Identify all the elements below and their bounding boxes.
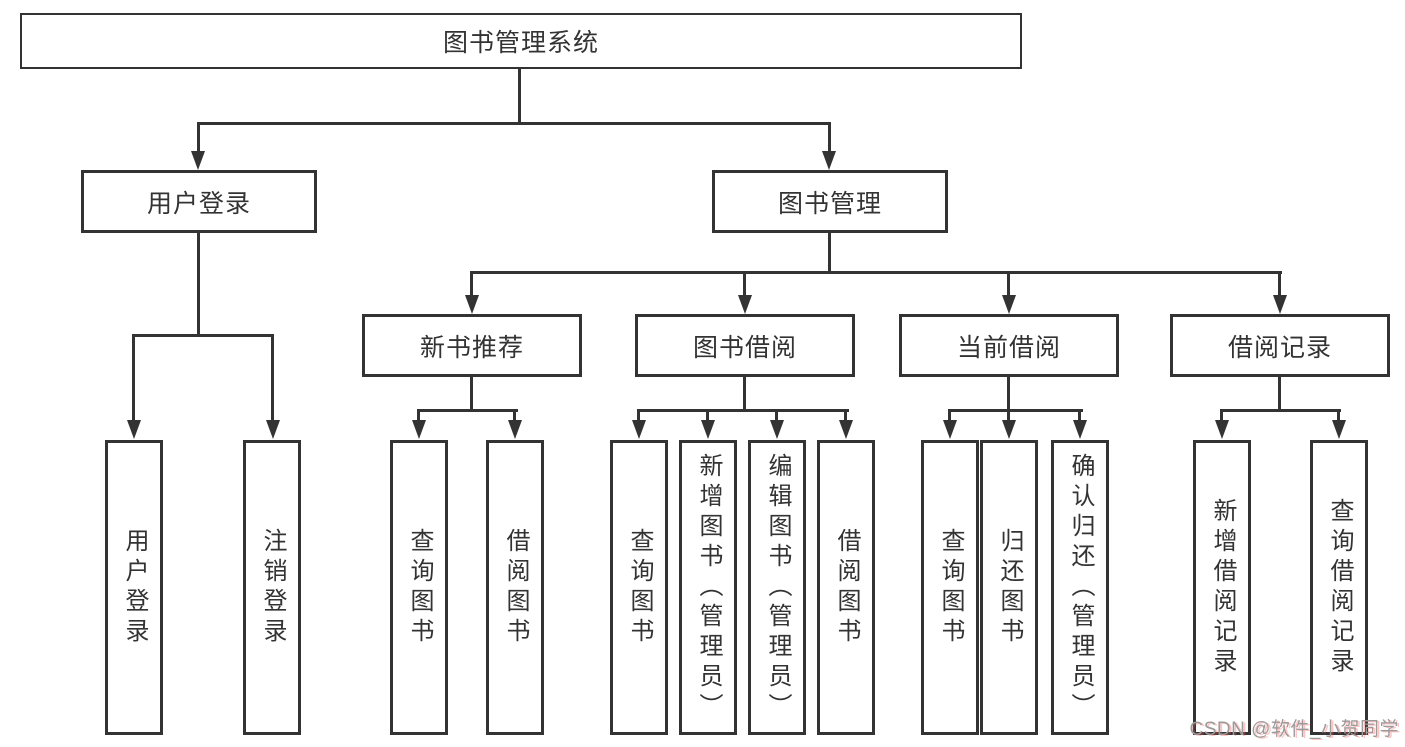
node-label: 查询图书 [406, 527, 433, 648]
connector-line [417, 409, 518, 412]
node-add-books-admin: 新增图书（管理员） [679, 440, 737, 735]
node-query-books: 查询图书 [610, 440, 668, 735]
arrowhead-down-icon [1073, 420, 1087, 439]
node-label: 查询借阅记录 [1326, 497, 1353, 678]
node-root: 图书管理系统 [20, 13, 1022, 69]
arrowhead-down-icon [839, 420, 853, 439]
connector-line [1278, 377, 1281, 412]
connector-line [775, 409, 778, 422]
connector-line [518, 69, 521, 125]
connector-line [197, 233, 200, 337]
connector-line [470, 271, 473, 297]
connector-line [828, 233, 831, 274]
arrowhead-down-icon [1332, 420, 1346, 439]
connector-line [1078, 409, 1081, 422]
arrowhead-down-icon [822, 151, 836, 170]
node-label: 图书管理 [777, 189, 882, 218]
node-root-label: 图书管理系统 [442, 29, 599, 57]
connector-line [1337, 409, 1340, 422]
node-label: 确认归还（管理员） [1067, 452, 1094, 723]
node-label: 新书推荐 [419, 333, 524, 362]
node-label: 查询图书 [626, 527, 653, 648]
node-borrow-books: 借阅图书 [486, 440, 544, 735]
arrowhead-down-icon [1215, 420, 1229, 439]
arrowhead-down-icon [508, 420, 522, 439]
arrowhead-down-icon [127, 420, 141, 439]
node-label: 图书借阅 [692, 333, 797, 362]
node-query-books: 查询图书 [390, 440, 448, 735]
node-label: 借阅图书 [502, 527, 529, 648]
node-label: 归还图书 [996, 527, 1023, 648]
node-confirm-return-admin: 确认归还（管理员） [1051, 440, 1109, 735]
node-label: 注销登录 [259, 527, 286, 648]
connector-line [1007, 377, 1010, 412]
arrowhead-down-icon [1002, 420, 1016, 439]
connector-line [828, 122, 831, 154]
connector-line [513, 409, 516, 422]
arrowhead-down-icon [266, 420, 280, 439]
connector-line [470, 377, 473, 412]
arrowhead-down-icon [465, 295, 479, 314]
connector-line [948, 409, 1083, 412]
node-book-management: 图书管理 [712, 170, 948, 233]
connector-line [1220, 409, 1341, 412]
node-label: 当前借阅 [956, 333, 1061, 362]
node-label: 借阅图书 [833, 527, 860, 648]
node-label: 查询图书 [937, 527, 964, 648]
node-add-borrow-record: 新增借阅记录 [1193, 440, 1251, 735]
node-new-book-recommendation: 新书推荐 [362, 314, 582, 377]
connector-line [706, 409, 709, 422]
node-edit-books-admin: 编辑图书（管理员） [748, 440, 806, 735]
csdn-watermark: CSDN @软件_小贺同学 [1189, 719, 1399, 740]
connector-line [417, 409, 420, 422]
connector-line [1220, 409, 1223, 422]
arrowhead-down-icon [1002, 295, 1016, 314]
node-label: 新增图书（管理员） [695, 452, 722, 723]
arrowhead-down-icon [738, 295, 752, 314]
connector-line [132, 334, 135, 422]
connector-line [1007, 409, 1010, 422]
arrowhead-down-icon [1273, 295, 1287, 314]
node-label: 借阅记录 [1227, 333, 1332, 362]
arrowhead-down-icon [770, 420, 784, 439]
node-label: 用户登录 [121, 527, 148, 648]
arrowhead-down-icon [412, 420, 426, 439]
node-logout: 注销登录 [243, 440, 301, 735]
node-current-borrowing: 当前借阅 [899, 314, 1119, 377]
connector-line [743, 377, 746, 412]
node-book-borrowing: 图书借阅 [635, 314, 855, 377]
connector-line [637, 409, 640, 422]
connector-line [1007, 271, 1010, 297]
node-user-login: 用户登录 [81, 170, 317, 233]
connector-line [743, 271, 746, 297]
node-user-login-action: 用户登录 [105, 440, 163, 735]
arrowhead-down-icon [632, 420, 646, 439]
node-return-books: 归还图书 [980, 440, 1038, 735]
connector-line [948, 409, 951, 422]
node-label: 用户登录 [146, 189, 251, 218]
arrowhead-down-icon [701, 420, 715, 439]
node-label: 新增借阅记录 [1209, 497, 1236, 678]
arrowhead-down-icon [943, 420, 957, 439]
node-query-borrow-record: 查询借阅记录 [1310, 440, 1368, 735]
connector-line [197, 122, 200, 154]
connector-line [132, 334, 274, 337]
connector-line [844, 409, 847, 422]
node-borrowing-records: 借阅记录 [1170, 314, 1390, 377]
node-label: 编辑图书（管理员） [764, 452, 791, 723]
connector-line [470, 271, 1282, 274]
arrowhead-down-icon [191, 151, 205, 170]
node-borrow-books: 借阅图书 [817, 440, 875, 735]
connector-line [637, 409, 849, 412]
connector-line [1278, 271, 1281, 297]
connector-line [197, 122, 831, 125]
node-query-books: 查询图书 [921, 440, 979, 735]
connector-line [271, 334, 274, 422]
